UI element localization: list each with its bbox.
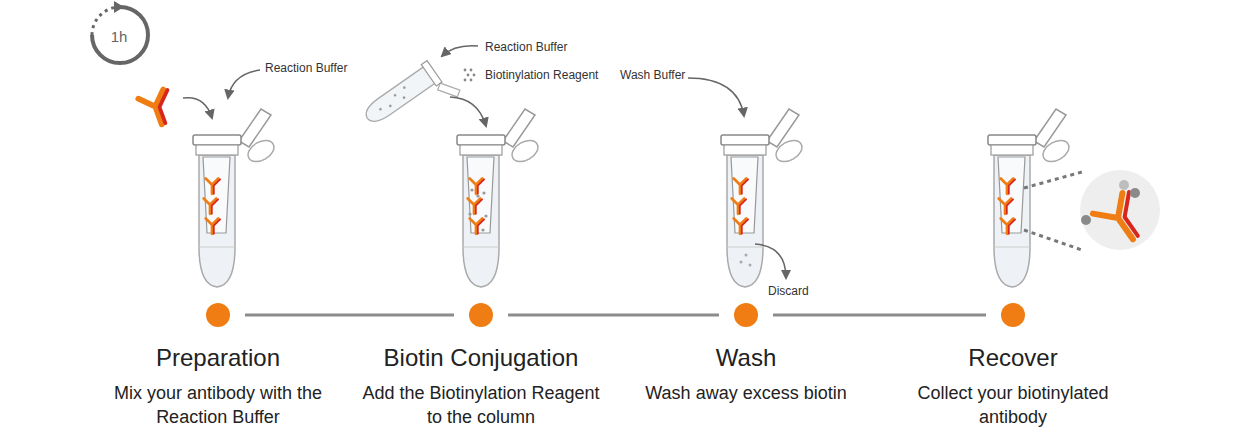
step-title: Wash: [716, 344, 776, 372]
callout-label: Discard: [768, 284, 809, 298]
timeline-line: [773, 314, 986, 317]
step-dot: Biotin ConjugationAdd the Biotinylation …: [469, 303, 493, 327]
step-dot: RecoverCollect your biotinylated antibod…: [1001, 303, 1025, 327]
step-description: Collect your biotinylated antibody: [888, 381, 1138, 429]
timeline-line: [245, 314, 454, 317]
step-dot: PreparationMix your antibody with the Re…: [206, 303, 230, 327]
callout-label: Wash Buffer: [620, 68, 685, 82]
callout-label: Reaction Buffer: [265, 61, 348, 75]
timeline-line: [508, 314, 719, 317]
duration-label: 1h: [111, 28, 128, 45]
step-description: Add the Biotinylation Reagent to the col…: [356, 381, 606, 429]
step-dot: WashWash away excess biotin: [734, 303, 758, 327]
step-description: Mix your antibody with the Reaction Buff…: [93, 381, 343, 429]
step-title: Biotin Conjugation: [384, 344, 579, 372]
step-description: Wash away excess biotin: [621, 381, 871, 405]
callout-label: Biotinylation Reagent: [485, 68, 598, 82]
step-title: Preparation: [156, 344, 280, 372]
callout-label: Reaction Buffer: [485, 40, 568, 54]
step-title: Recover: [968, 344, 1057, 372]
